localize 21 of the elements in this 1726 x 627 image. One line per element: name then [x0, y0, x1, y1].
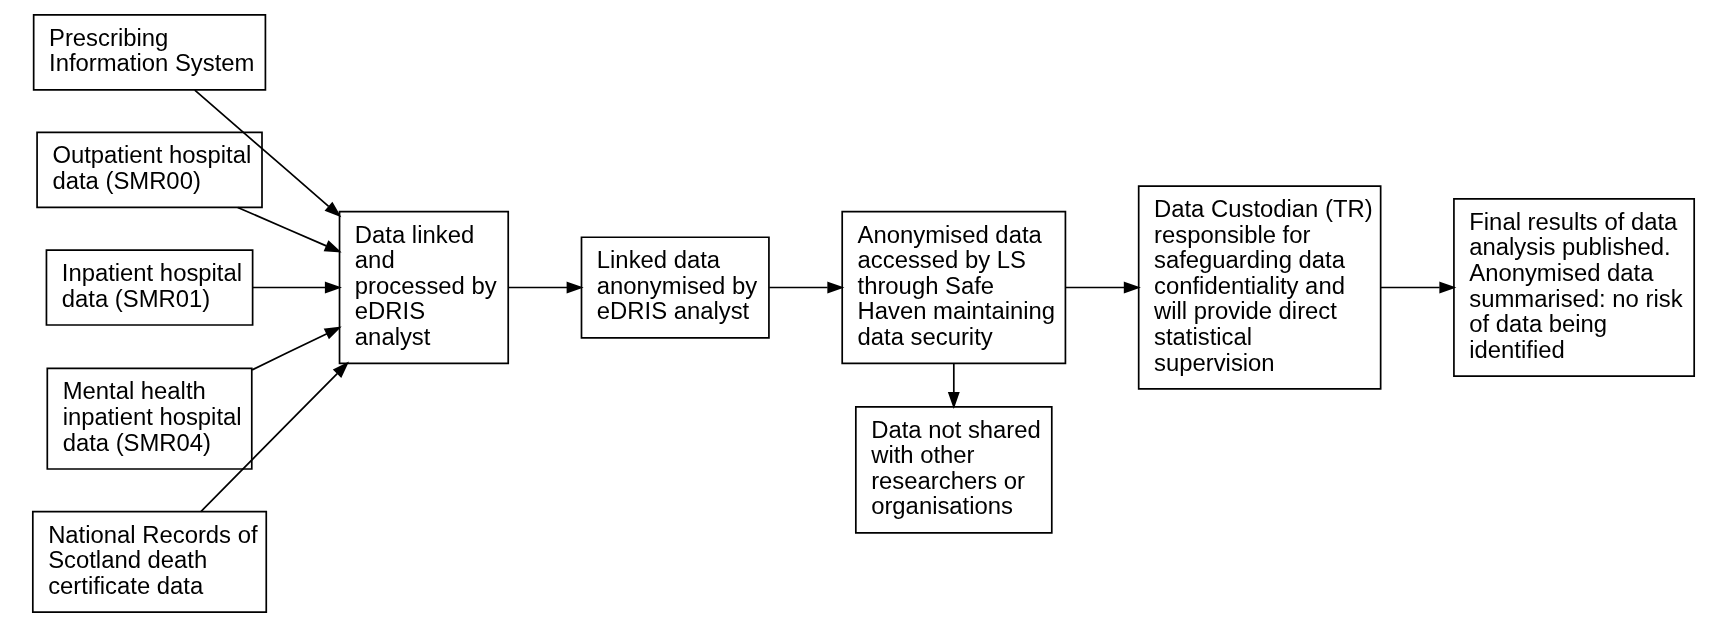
- node-box: Linked data anonymised by eDRIS analyst: [580, 236, 770, 339]
- node-box: Anonymised data accessed by LS through Safe Haven maintaining data security: [840, 210, 1066, 365]
- node-box: Mental health inpatient hospital data (SMR04): [45, 367, 253, 470]
- arrow: [1379, 281, 1456, 294]
- node-box: Data linked and processed by eDRIS analyst: [338, 210, 509, 365]
- arrow: [193, 89, 341, 218]
- node-box: Inpatient hospital data (SMR01): [45, 249, 253, 326]
- node-box: Data Custodian (TR) responsible for safeguarding data confidentiality and will provide direct statistical supervision: [1137, 185, 1381, 390]
- arrow: [236, 206, 342, 253]
- node-box: Prescribing Information System: [32, 14, 266, 91]
- arrow: [507, 281, 584, 294]
- arrow: [767, 281, 844, 294]
- node-box: Outpatient hospital data (SMR00): [35, 131, 263, 209]
- arrow: [251, 281, 342, 294]
- arrow: [199, 361, 349, 513]
- arrow: [250, 326, 342, 371]
- node-box: Data not shared with other researchers or organisations: [854, 405, 1053, 534]
- node-box: Final results of data analysis published. Anonymised data summarised: no risk of data being identified: [1452, 198, 1695, 377]
- arrow: [1064, 281, 1141, 294]
- node-box: National Records of Scotland death certificate data: [31, 510, 267, 613]
- arrow: [947, 362, 960, 410]
